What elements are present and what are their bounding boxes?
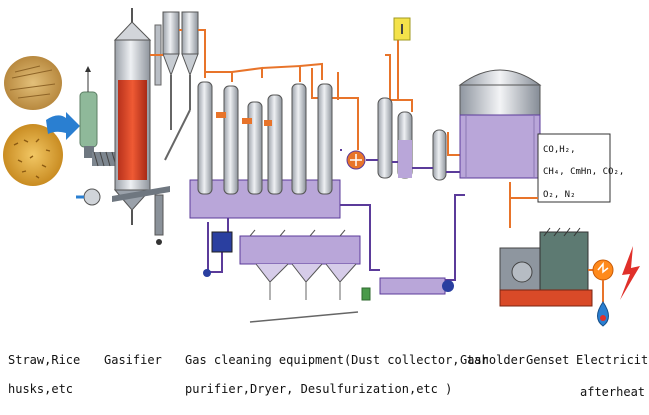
gasifier-reactor (112, 8, 170, 225)
genset-label: Genset (526, 353, 570, 367)
process-diagram: CO,H₂, CH₄, CmHn, CO₂, O₂, N₂ (3, 8, 640, 327)
gas-composition-line3: O₂, N₂ (543, 190, 576, 200)
gas-composition-line1: CO,H₂, (543, 145, 576, 155)
electricity-label-line2: afterheat (580, 385, 646, 399)
cleaning-label-line1: Gas cleaning equipment(Dust collector, t… (185, 353, 489, 367)
genset-engine (499, 227, 593, 307)
heat-drop-icon (597, 280, 609, 327)
feedstock-label-line2: husks,etc (8, 382, 74, 396)
gasholder-tank (458, 69, 542, 179)
dryer-desulfurizer (377, 17, 447, 181)
water-tank (203, 229, 454, 323)
gasholder-label: Gasholder (460, 353, 526, 367)
tar-purifier-columns (189, 81, 341, 219)
cyclone-separator (162, 11, 199, 161)
gasifier-label: Gasifier (104, 353, 162, 367)
cleaning-label-line2: purifier,Dryer, Desulfurization,etc ) (185, 382, 453, 396)
feed-arrow-icon (46, 112, 80, 140)
ash-discharge (154, 194, 164, 245)
gas-composition-line2: CH₄, CmHn, CO₂, (543, 167, 624, 177)
rice-husk-image (3, 124, 63, 186)
gas-composition-box: CO,H₂, CH₄, CmHn, CO₂, O₂, N₂ (509, 133, 624, 228)
raw-gas-pipes (150, 29, 460, 156)
electricity-label-line1: Electricity (576, 353, 649, 367)
feed-hopper (76, 66, 117, 206)
lightning-icon (620, 246, 640, 300)
gas-blower (346, 150, 366, 170)
feedstock-label-line1: Straw,Rice (8, 353, 81, 367)
straw-image (4, 56, 62, 110)
electricity-icon (588, 259, 614, 281)
clean-gas-pipes (207, 149, 465, 281)
